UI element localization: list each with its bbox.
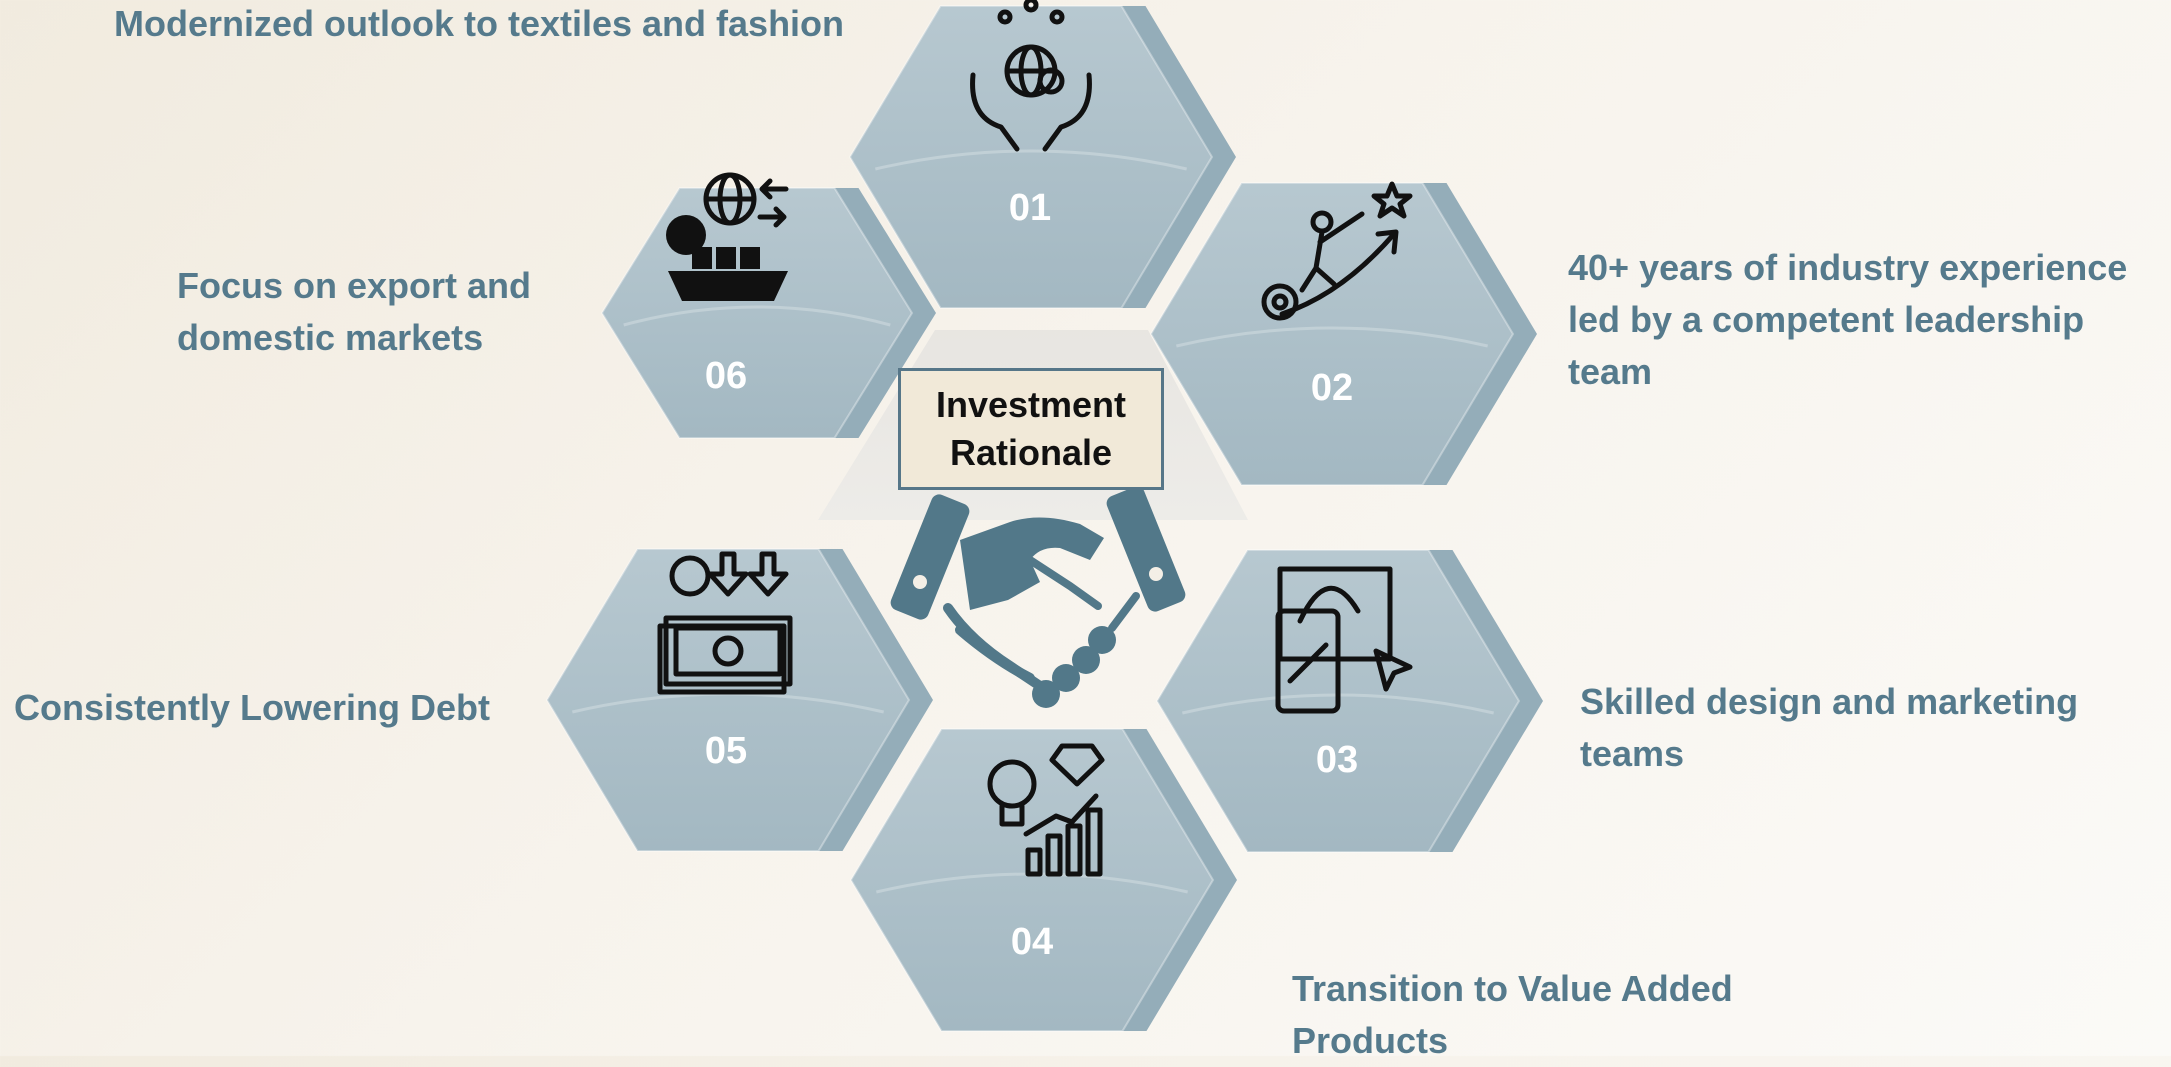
callout-04-line-2: Products xyxy=(1292,1020,1449,1061)
hexagon-face-02 xyxy=(1149,182,1515,486)
center-title-box: Investment Rationale xyxy=(898,368,1164,490)
hexagon-02: 02 xyxy=(1149,181,1537,486)
callout-06-line-1: Focus on export and xyxy=(177,265,532,306)
hexagon-face-05 xyxy=(545,548,911,852)
hexagon-face-04 xyxy=(849,728,1215,1032)
globe-gear-hands-icon xyxy=(970,0,1092,152)
hexagon-06: 06 xyxy=(600,172,936,439)
hexagon-04: 04 xyxy=(849,728,1237,1032)
money-down-arrows-icon xyxy=(657,551,793,695)
bulb-diamond-chart-icon xyxy=(987,743,1105,877)
handshake-icon xyxy=(890,486,1186,708)
hexagon-number-03: 03 xyxy=(1316,739,1358,781)
callout-02-line-2: led by a competent leadership xyxy=(1568,299,2085,340)
hexagon-highlight-06 xyxy=(623,305,891,327)
hexagon-number-01: 01 xyxy=(1009,187,1051,229)
callout-03-line-1: Skilled design and marketing xyxy=(1580,681,2079,722)
callout-04-line-1: Transition to Value Added xyxy=(1292,968,1733,1009)
hexagon-highlight-02 xyxy=(1176,326,1488,348)
callout-05-line-1: Consistently Lowering Debt xyxy=(14,687,491,728)
callout-04: Transition to Value Added Products xyxy=(1292,963,1733,1067)
hexagon-number-02: 02 xyxy=(1311,367,1353,409)
center-title-line-2: Rationale xyxy=(949,432,1113,473)
callout-05: Consistently Lowering Debt xyxy=(14,682,490,734)
hexagon-number-06: 06 xyxy=(705,355,747,397)
hexagon-number-05: 05 xyxy=(705,730,747,772)
callout-01: Modernized outlook to textiles and fashi… xyxy=(114,0,844,50)
ship-globe-dollar-icon xyxy=(666,172,789,301)
callout-02-line-1: 40+ years of industry experience xyxy=(1568,247,2128,288)
callout-03-line-2: teams xyxy=(1580,733,1685,774)
hexagon-01: 01 xyxy=(848,0,1236,309)
design-canvas-cursor-icon xyxy=(1275,566,1413,714)
callout-02-line-3: team xyxy=(1568,351,1653,392)
hexagon-03: 03 xyxy=(1155,549,1543,853)
hexagon-number-04: 04 xyxy=(1011,921,1053,963)
hexagon-05: 05 xyxy=(545,548,933,852)
callout-01-line-1: Modernized outlook to textiles and fashi… xyxy=(114,3,845,44)
callout-02: 40+ years of industry experience led by … xyxy=(1568,242,2127,398)
climbing-arrow-star-icon xyxy=(1261,181,1413,321)
callout-06-line-2: domestic markets xyxy=(177,317,484,358)
hexagon-highlight-01 xyxy=(875,149,1187,171)
center-title-line-1: Investment xyxy=(935,384,1127,425)
callout-03: Skilled design and marketing teams xyxy=(1580,676,2078,780)
hexagon-face-01 xyxy=(848,5,1214,309)
callout-06: Focus on export and domestic markets xyxy=(177,260,531,364)
